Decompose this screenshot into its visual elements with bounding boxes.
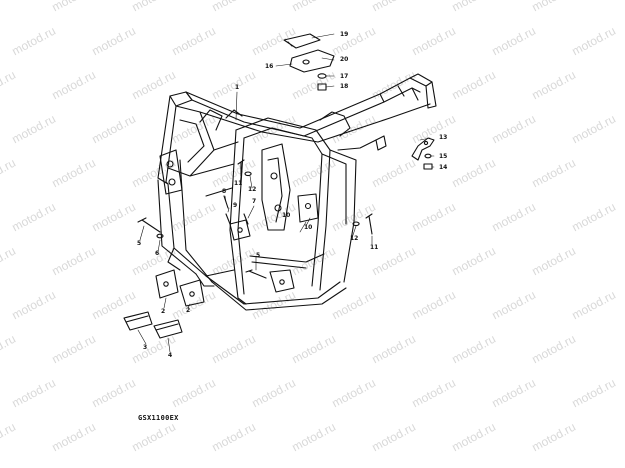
bolt-part-5-center: [245, 269, 267, 279]
callout-10: 10: [304, 224, 313, 231]
callout-2: 2: [186, 307, 191, 314]
callout-3: 3: [143, 344, 148, 351]
callout-10: 10: [282, 212, 291, 219]
bolt-part-7: [243, 213, 249, 225]
bracket-part-2-right: [179, 279, 205, 307]
washer-part-6: [156, 233, 164, 239]
callout-11: 11: [370, 244, 379, 251]
callout-8: 8: [222, 188, 227, 195]
grommet-part-17: [317, 73, 327, 79]
callout-14: 14: [439, 164, 448, 171]
plate-part-19: [283, 33, 321, 49]
callout-19: 19: [340, 31, 349, 38]
nut-part-18: [317, 83, 327, 91]
bracket-part-2-left: [155, 269, 179, 299]
pad-part-4: [153, 319, 183, 339]
callout-15: 15: [439, 153, 448, 160]
callout-7: 7: [252, 198, 257, 205]
callout-18: 18: [340, 83, 349, 90]
callout-16: 16: [265, 63, 274, 70]
callout-17: 17: [340, 73, 349, 80]
callout-2: 2: [161, 308, 166, 315]
bracket-hole: [163, 281, 169, 287]
washer-part-12-upper: [244, 171, 252, 177]
washer-part-15: [424, 153, 432, 159]
callout-4: 4: [168, 352, 173, 359]
callout-12: 12: [350, 235, 359, 242]
main-frame-part-1: [157, 73, 437, 311]
bracket-hole: [423, 140, 429, 146]
leader-lines: [137, 33, 435, 353]
callout-5: 5: [256, 252, 261, 259]
bolt-part-9: [225, 213, 231, 225]
bolt-part-5-left: [137, 217, 161, 233]
model-code: GSX1100EX: [138, 414, 179, 422]
callout-6: 6: [155, 250, 160, 257]
callout-12: 12: [248, 186, 257, 193]
bolt-part-11-lower: [365, 213, 373, 235]
callout-20: 20: [340, 56, 349, 63]
callout-1: 1: [235, 84, 240, 91]
callout-9: 9: [233, 202, 238, 209]
bracket-part-13: [411, 137, 435, 161]
callout-5: 5: [137, 240, 142, 247]
washer-part-12-lower: [352, 221, 360, 227]
bracket-part-20: [289, 49, 335, 73]
bracket-hole: [189, 291, 195, 297]
callout-11: 11: [234, 180, 243, 187]
bolt-part-11-upper: [237, 159, 245, 177]
nut-part-14: [423, 163, 433, 170]
callout-13: 13: [439, 134, 448, 141]
pad-part-3: [123, 311, 153, 331]
